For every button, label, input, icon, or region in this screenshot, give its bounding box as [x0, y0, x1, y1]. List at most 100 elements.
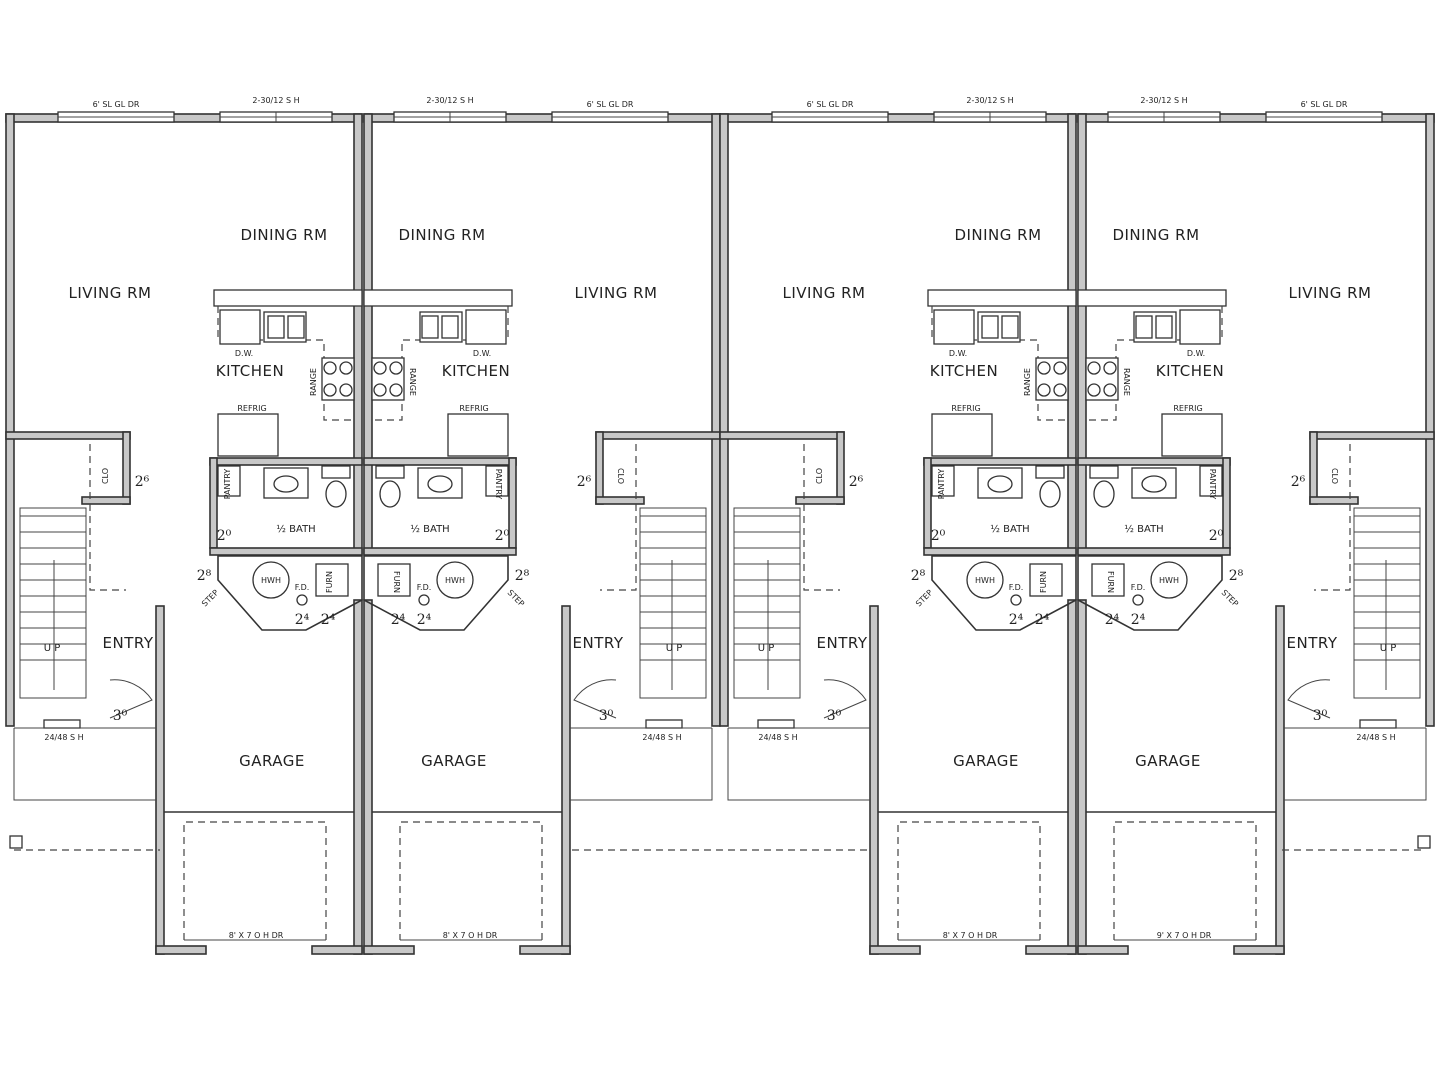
- door-size-label: 2⁸: [197, 568, 212, 584]
- dw-label: D.W.: [235, 349, 253, 358]
- furnace: [1091, 563, 1125, 597]
- refrig-label: REFRIG: [1173, 404, 1202, 413]
- entry-window: [43, 719, 81, 729]
- double-window-label: 2-30/12 S H: [426, 96, 473, 105]
- entry-window-label: 24/48 S H: [758, 733, 797, 742]
- garage-wall: [1275, 605, 1285, 955]
- kitchen-counter: [1077, 289, 1227, 307]
- interior-wall: [923, 547, 1077, 556]
- garage-label: GARAGE: [239, 752, 305, 770]
- counter-edge: [372, 306, 509, 421]
- closet-shelf: [600, 444, 637, 591]
- door-size-label: 3⁰: [1313, 708, 1328, 724]
- kitchen-label: KITCHEN: [442, 362, 511, 380]
- exterior-wall-side: [1425, 113, 1435, 727]
- burner: [323, 383, 337, 397]
- entry-door-swing: [573, 679, 617, 719]
- door-size-label: 2⁸: [1229, 568, 1244, 584]
- water-heater: [436, 561, 474, 599]
- garage-wall: [363, 599, 373, 955]
- unit-2: [363, 111, 721, 955]
- dining-room-label: DINING RM: [954, 226, 1041, 244]
- garage-door-opening: [399, 821, 543, 940]
- garage-wall: [155, 605, 165, 955]
- stair: [733, 507, 801, 699]
- furn-label: FURN: [1039, 571, 1048, 593]
- furnace: [1029, 563, 1063, 597]
- kitchen-counter: [213, 289, 363, 307]
- pantry: [931, 465, 955, 497]
- range-label: RANGE: [309, 368, 318, 396]
- stoop: [570, 727, 713, 801]
- door-size-label: 2⁴: [1105, 612, 1120, 628]
- lavatory: [1141, 475, 1167, 493]
- entry-label: ENTRY: [103, 634, 154, 652]
- closet-label: CLO: [616, 468, 625, 484]
- burner: [1087, 361, 1101, 375]
- door-size-label: 2⁴: [391, 612, 406, 628]
- interior-wall: [595, 496, 645, 505]
- interior-wall: [508, 457, 517, 549]
- burner: [1037, 383, 1051, 397]
- toilet-tank: [1089, 465, 1119, 479]
- furnace: [315, 563, 349, 597]
- interior-wall: [795, 496, 845, 505]
- garage-door-opening: [183, 821, 327, 940]
- sink-bowl: [267, 315, 285, 339]
- garage-wall: [519, 945, 571, 955]
- garage-door-label: 8' X 7 O H DR: [443, 931, 498, 940]
- garage-wall: [869, 605, 879, 955]
- half-bath-label: ½ BATH: [990, 523, 1029, 535]
- sink-bowl: [287, 315, 305, 339]
- garage-wall: [1067, 599, 1077, 955]
- interior-wall: [1309, 431, 1435, 440]
- stair: [639, 507, 707, 699]
- living-room-label: LIVING RM: [1289, 284, 1372, 302]
- hwh-label: HWH: [445, 576, 465, 585]
- pantry: [1199, 465, 1223, 497]
- closet-label: CLO: [1330, 468, 1339, 484]
- up-label: U P: [666, 643, 683, 654]
- interior-wall: [836, 431, 845, 505]
- double-window-label: 2-30/12 S H: [966, 96, 1013, 105]
- burner: [1053, 383, 1067, 397]
- step-label: STEP: [1220, 588, 1241, 609]
- corner-marker: [9, 835, 23, 849]
- door-size-label: 2⁰: [1209, 528, 1224, 544]
- interior-wall: [719, 431, 845, 440]
- corner-marker: [1417, 835, 1431, 849]
- interior-wall: [363, 547, 517, 556]
- counter-edge: [931, 306, 1068, 421]
- slider-window-label: 6' SL GL DR: [1301, 100, 1348, 109]
- interior-wall: [1077, 547, 1231, 556]
- furn-label: FURN: [1106, 571, 1115, 593]
- hwh-label: HWH: [975, 576, 995, 585]
- kitchen-label: KITCHEN: [216, 362, 285, 380]
- garage-label: GARAGE: [421, 752, 487, 770]
- pantry: [485, 465, 509, 497]
- burner: [339, 383, 353, 397]
- dining-room-label: DINING RM: [1112, 226, 1199, 244]
- double-window-label: 2-30/12 S H: [252, 96, 299, 105]
- counter-edge: [217, 306, 354, 421]
- dishwasher: [465, 309, 507, 345]
- range-label: RANGE: [408, 368, 417, 396]
- door-size-label: 2⁰: [931, 528, 946, 544]
- range-label: RANGE: [1023, 368, 1032, 396]
- entry-door-swing: [109, 679, 153, 719]
- toilet-tank: [1035, 465, 1065, 479]
- sink-bowl: [981, 315, 999, 339]
- interior-wall: [595, 431, 721, 440]
- interior-wall: [1309, 431, 1318, 505]
- door-size-label: 2⁶: [135, 474, 150, 490]
- mechanical-room: [931, 555, 1077, 631]
- burner: [1053, 361, 1067, 375]
- garage-wall: [561, 605, 571, 955]
- sink-bowl: [1135, 315, 1153, 339]
- interior-wall: [209, 547, 363, 556]
- entry-window-label: 24/48 S H: [642, 733, 681, 742]
